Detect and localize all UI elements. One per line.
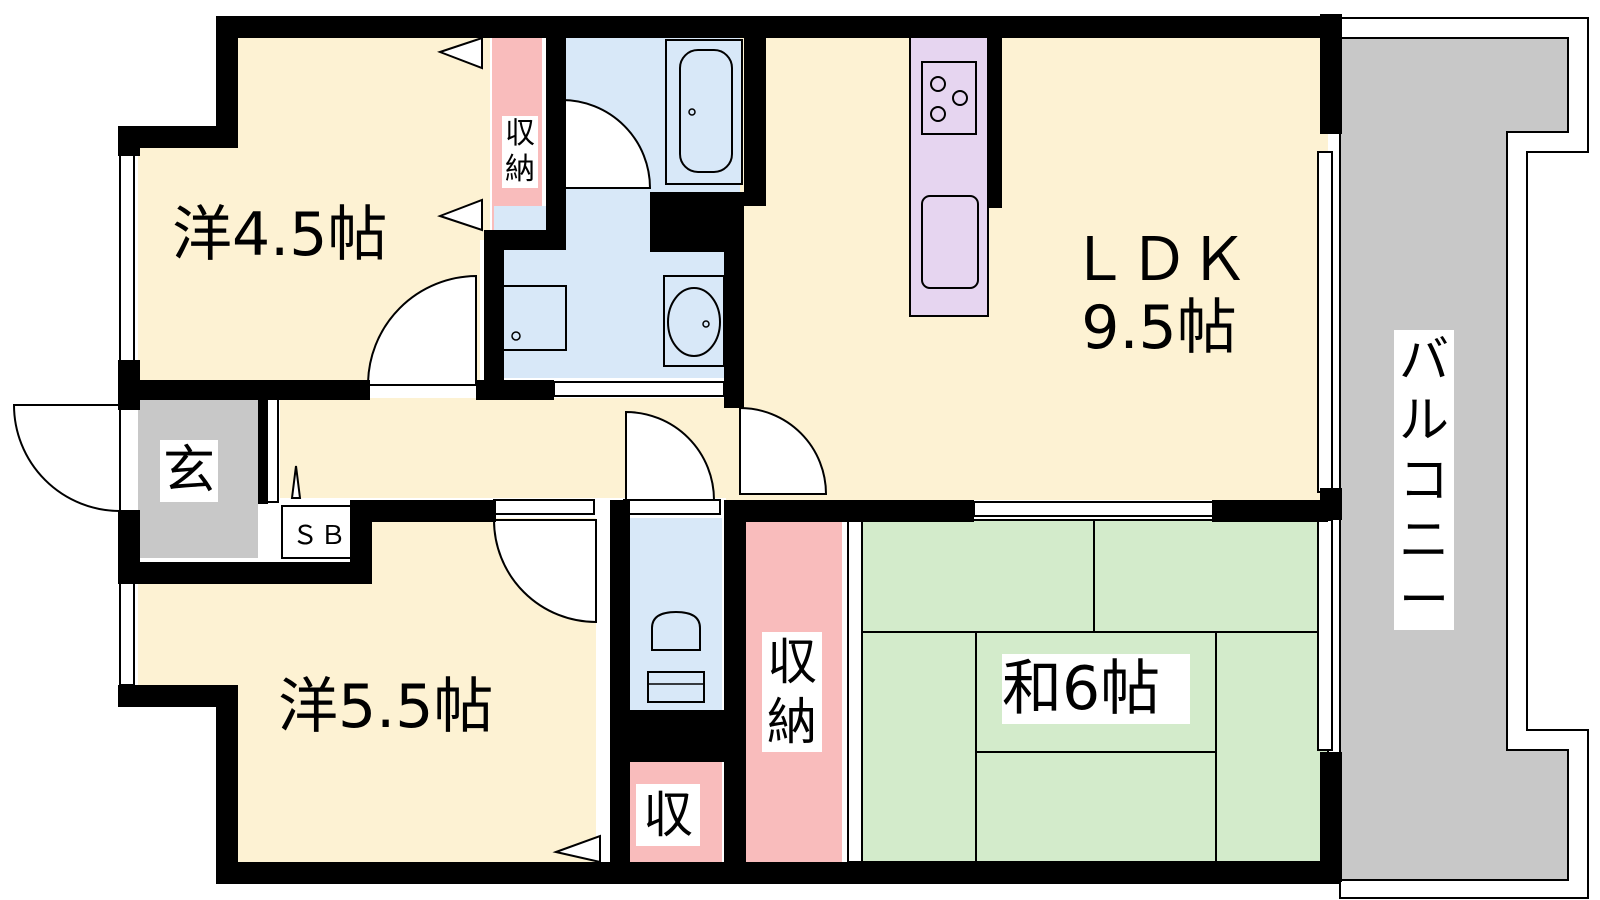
japanese-room-label: 和6帖 <box>1002 654 1190 724</box>
balcony-char-1: バ <box>1399 331 1449 389</box>
walls <box>118 14 1342 884</box>
balcony-label: バ ル コ ニ ー <box>1394 330 1454 630</box>
shoe-box-label: ＳＢ <box>291 521 348 551</box>
storage-mid-char-2: 納 <box>767 693 817 751</box>
storage-top-char-1: 収 <box>505 116 535 151</box>
kitchen-counter <box>909 35 989 317</box>
windows <box>119 151 1333 863</box>
storage-mid-label: 収 納 <box>762 632 822 752</box>
storage-top-label: 収 納 <box>502 116 538 188</box>
ldk-label: ＬＤＫ 9.5帖 <box>1054 226 1264 362</box>
toilet-icon <box>647 610 705 703</box>
ldk-name: ＬＤＫ <box>1069 225 1249 295</box>
balcony <box>1339 17 1589 899</box>
storage-top-char-2: 納 <box>505 152 535 187</box>
ldk-size: 9.5帖 <box>1081 293 1237 363</box>
storage-small-label: 収 <box>636 784 700 846</box>
western-room-a-label: 洋4.5帖 <box>172 198 422 272</box>
doors <box>12 36 828 864</box>
bathtub-icon <box>665 39 743 185</box>
storage-mid-char-1: 収 <box>767 633 817 691</box>
western-room-b-label: 洋5.5帖 <box>278 670 532 744</box>
entrance-label: 玄 <box>160 440 218 502</box>
balcony-char-4: ニ <box>1399 511 1449 569</box>
balcony-char-3: コ <box>1399 451 1449 509</box>
balcony-char-2: ル <box>1399 391 1449 449</box>
balcony-char-5: ー <box>1399 571 1449 629</box>
